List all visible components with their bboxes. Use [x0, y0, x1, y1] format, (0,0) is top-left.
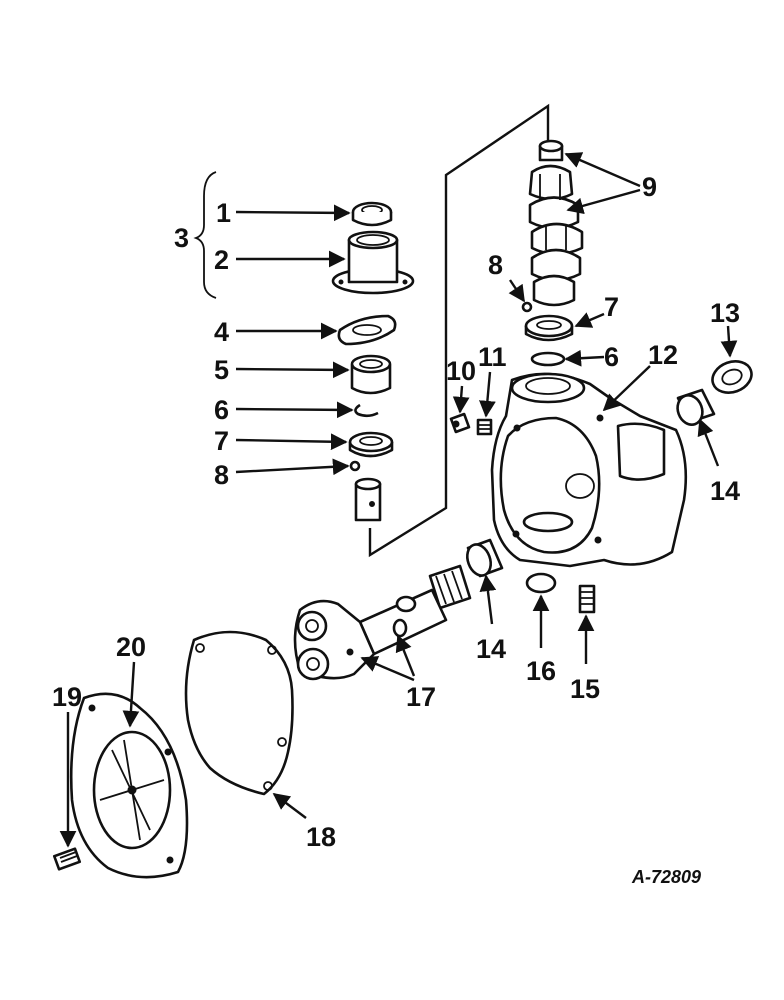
callout-19: 19	[52, 682, 82, 712]
part-10-fitting	[449, 412, 471, 434]
leader-18	[272, 792, 307, 819]
part-16-expansion-plug	[525, 572, 557, 594]
leader-9a	[564, 152, 641, 188]
callout-11: 11	[478, 342, 507, 372]
part-12-gear-housing	[490, 372, 688, 568]
callout-12: 12	[648, 340, 678, 370]
leader-8	[235, 458, 350, 476]
leader-17b	[395, 634, 416, 677]
part-9-shaft	[528, 139, 584, 307]
gasket-hole	[195, 643, 205, 653]
callout-3: 3	[174, 223, 189, 253]
part-7-washer	[348, 431, 394, 458]
leader-10	[452, 385, 470, 414]
leader-1	[235, 204, 351, 222]
leader-7b	[574, 312, 605, 328]
part-18-cover-gasket	[184, 630, 294, 796]
leader-5	[235, 361, 350, 379]
callout-15: 15	[570, 674, 600, 704]
callout-7-upper: 7	[604, 292, 619, 322]
part-4-gasket	[337, 314, 397, 346]
part-5-bushing	[350, 354, 392, 395]
leader-12	[602, 365, 651, 412]
leader-7	[235, 433, 348, 451]
part-8-upper-ball	[521, 301, 533, 313]
gasket-hole	[263, 781, 273, 791]
callout-10: 10	[446, 356, 476, 386]
callout-6-upper: 6	[604, 342, 619, 372]
figure-code: A-72809	[631, 867, 701, 887]
callout-20: 20	[116, 632, 146, 662]
assembly-bracket	[193, 171, 217, 299]
part-6-upper-snap-ring	[530, 351, 566, 367]
gasket-hole	[277, 737, 287, 747]
assembly-leader-line	[368, 103, 550, 558]
part-14-bushing-right	[676, 388, 716, 426]
part-6-snap-ring	[354, 403, 379, 418]
leader-11	[479, 371, 496, 418]
part-15-screw	[578, 584, 596, 614]
part-11-plug	[476, 418, 493, 436]
part-17-sector-shaft	[293, 564, 472, 681]
part-14-bushing-lower	[466, 538, 504, 578]
callout-14-lower: 14	[476, 634, 506, 664]
leader-6	[235, 401, 354, 419]
gasket-hole	[267, 645, 277, 655]
leader-17a	[360, 656, 415, 682]
callout-9: 9	[642, 172, 657, 202]
leader-20	[122, 661, 140, 728]
part-2-housing	[331, 230, 415, 295]
callout-18: 18	[306, 822, 336, 852]
callout-8: 8	[214, 460, 229, 490]
callout-16: 16	[526, 656, 556, 686]
callout-4: 4	[214, 317, 229, 347]
callout-8-upper: 8	[488, 250, 503, 280]
callout-1: 1	[216, 198, 231, 228]
leader-13	[720, 325, 738, 358]
callout-14-right: 14	[710, 476, 740, 506]
part-19-cap-screw	[52, 847, 82, 871]
leader-8b	[508, 279, 525, 303]
part-8-ball	[349, 460, 361, 472]
pin	[354, 477, 382, 522]
part-1-seal	[351, 201, 393, 227]
leader-14b	[479, 574, 497, 625]
callout-5: 5	[214, 355, 229, 385]
leader-9b	[566, 188, 641, 215]
leader-6b	[564, 349, 605, 367]
callout-6: 6	[214, 395, 229, 425]
callout-13: 13	[710, 298, 740, 328]
part-7-upper-washer	[524, 314, 574, 342]
callout-7: 7	[214, 426, 229, 456]
leader-14a	[697, 418, 720, 467]
part-20-side-cover	[69, 692, 189, 879]
callout-17: 17	[406, 682, 436, 712]
callout-2: 2	[214, 245, 229, 275]
part-13-seal	[711, 360, 753, 394]
